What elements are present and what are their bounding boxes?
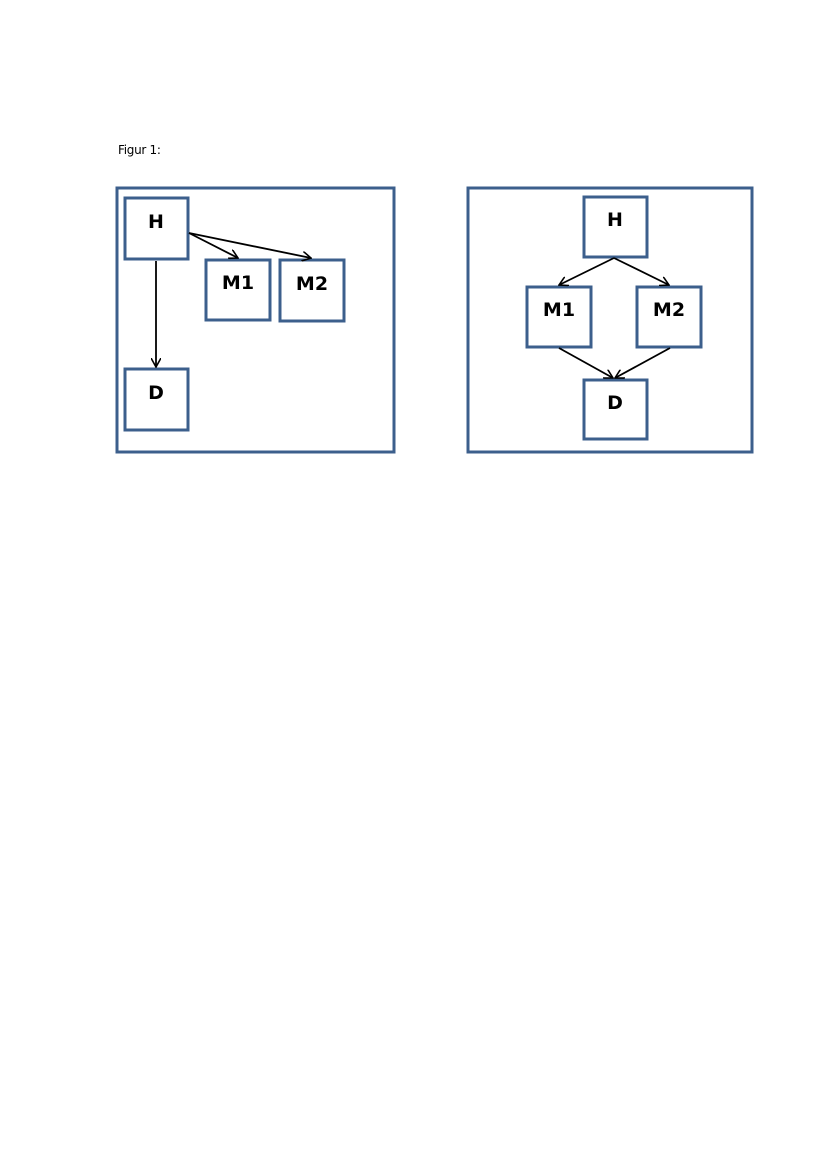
figure-caption: Figur 1: xyxy=(118,143,161,157)
arrow-m1-to-d xyxy=(558,347,613,378)
arrow-h-to-m1 xyxy=(188,232,238,258)
node-m1: M1 xyxy=(204,258,272,322)
node-m1-label: M1 xyxy=(543,299,575,321)
node-m1: M1 xyxy=(525,285,593,349)
arrow-m2-to-d xyxy=(615,347,671,378)
node-m2-label: M2 xyxy=(653,299,685,321)
diagram-right: H M1 M2 D xyxy=(466,186,754,454)
node-d-label: D xyxy=(607,392,623,414)
diagram-right-frame xyxy=(466,186,754,454)
node-h-label: H xyxy=(148,211,164,233)
node-m2: M2 xyxy=(278,258,346,323)
node-h: H xyxy=(582,195,649,259)
diagram-left-frame xyxy=(115,186,396,454)
node-m2: M2 xyxy=(635,285,703,349)
node-d-label: D xyxy=(148,382,164,404)
node-d: D xyxy=(582,378,649,441)
node-m1-label: M1 xyxy=(222,272,254,294)
node-m2-label: M2 xyxy=(296,273,328,295)
arrow-h-to-m2 xyxy=(188,232,311,258)
node-h: H xyxy=(123,196,190,261)
arrow-h-to-m2 xyxy=(613,257,669,285)
arrow-h-to-m1 xyxy=(559,257,615,285)
diagram-left: H M1 M2 D xyxy=(115,186,396,454)
node-d: D xyxy=(123,367,190,432)
node-h-label: H xyxy=(607,209,623,231)
